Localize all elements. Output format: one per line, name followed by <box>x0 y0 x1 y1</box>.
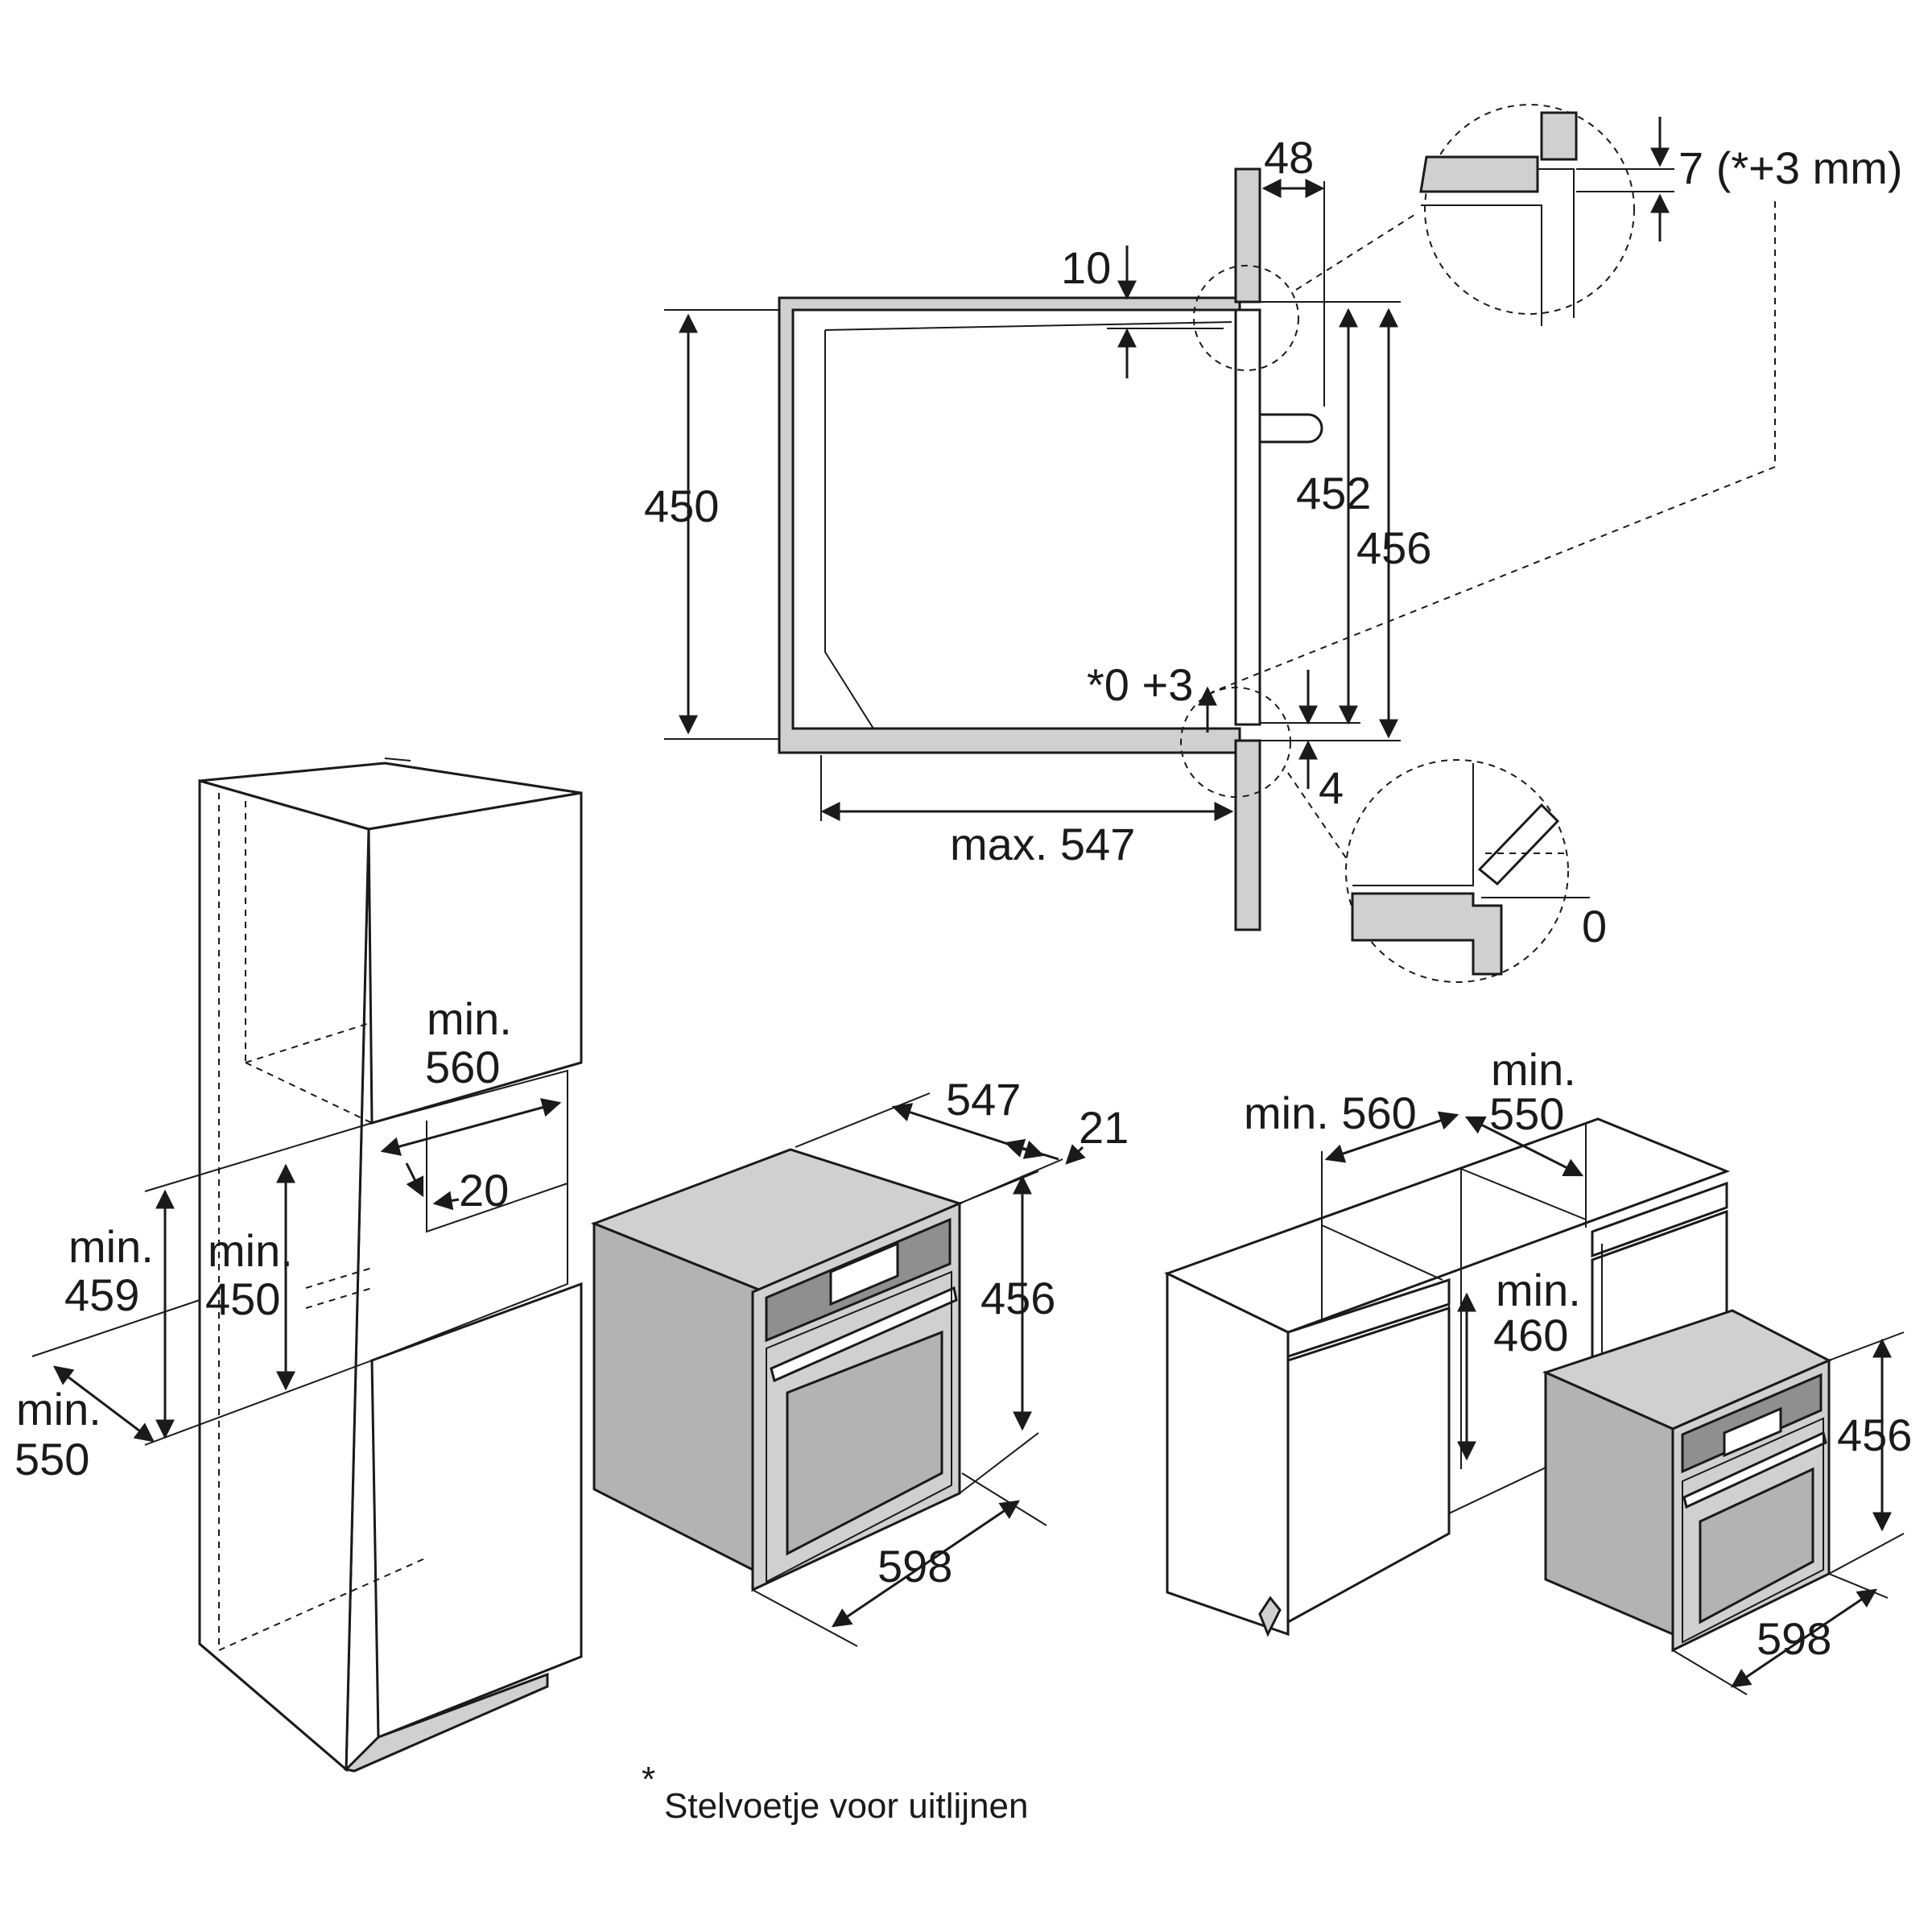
dim-min-459-value: 459 <box>64 1269 139 1320</box>
front-door <box>1234 308 1261 726</box>
base-cabinet: min. 560 min. 550 min. 460 456 598 <box>1164 1044 1912 1695</box>
dim-456-oven: 456 <box>980 1273 1055 1323</box>
dim-598-base: 598 <box>1757 1613 1831 1664</box>
dim-456-base: 456 <box>1837 1410 1912 1460</box>
dim-7-plus-3: 7 (*+3 mm) <box>1678 142 1903 193</box>
dim-min-460-value: 460 <box>1493 1310 1568 1360</box>
dim-min-560-value: 560 <box>425 1042 500 1092</box>
dim-10: 10 <box>1061 242 1111 293</box>
footnote-star: * <box>642 1760 655 1799</box>
dim-min-459-label: min. <box>68 1221 154 1272</box>
detail-top: 7 (*+3 mm) <box>1211 104 1903 693</box>
oven-perspective: 547 21 456 598 <box>590 1074 1129 1647</box>
detail-circle-top <box>1193 265 1299 371</box>
oven-cavity <box>824 321 1232 729</box>
dim-0: 0 <box>1582 901 1607 952</box>
detail-circle-bottom <box>1180 687 1291 798</box>
dim-0-plus-3: *0 +3 <box>1087 659 1193 710</box>
dim-max-547: max. 547 <box>950 819 1135 869</box>
dim-456-section: 456 <box>1356 522 1431 573</box>
dim-450: 450 <box>644 481 719 531</box>
dim-min-550-base-value: 550 <box>1489 1088 1564 1139</box>
dim-min-550-base-label: min. <box>1491 1044 1576 1095</box>
detail-bottom: 0 <box>1345 759 1607 983</box>
front-panel-lower <box>1234 739 1261 931</box>
dim-min-550-value: 550 <box>14 1434 89 1484</box>
dim-min-450-value: 450 <box>205 1274 280 1324</box>
dim-598-oven: 598 <box>877 1541 952 1591</box>
dim-min-560-label: min. <box>427 993 512 1044</box>
tall-cabinet: min. 560 20 min. 459 min. 450 min. 550 <box>14 758 583 1773</box>
dim-452: 452 <box>1296 468 1371 518</box>
dim-4: 4 <box>1319 762 1344 813</box>
footnote: * Stelvoetje voor uitlijnen <box>642 1760 1028 1826</box>
dim-min-460-label: min. <box>1496 1265 1581 1315</box>
dim-min-550-label: min. <box>16 1384 101 1435</box>
dim-48: 48 <box>1264 132 1314 183</box>
dim-547: 547 <box>946 1074 1021 1125</box>
dim-min-560-base: min. 560 <box>1244 1088 1417 1138</box>
door-handle <box>1260 413 1323 444</box>
footnote-text: Stelvoetje voor uitlijnen <box>664 1786 1028 1826</box>
front-panel-upper <box>1234 167 1261 303</box>
dim-20: 20 <box>459 1165 509 1216</box>
dim-min-450-label: min. <box>208 1225 293 1276</box>
section-view: 450 48 10 452 456 4 *0 +3 max. 547 <box>644 104 1903 983</box>
dim-21: 21 <box>1079 1102 1129 1153</box>
